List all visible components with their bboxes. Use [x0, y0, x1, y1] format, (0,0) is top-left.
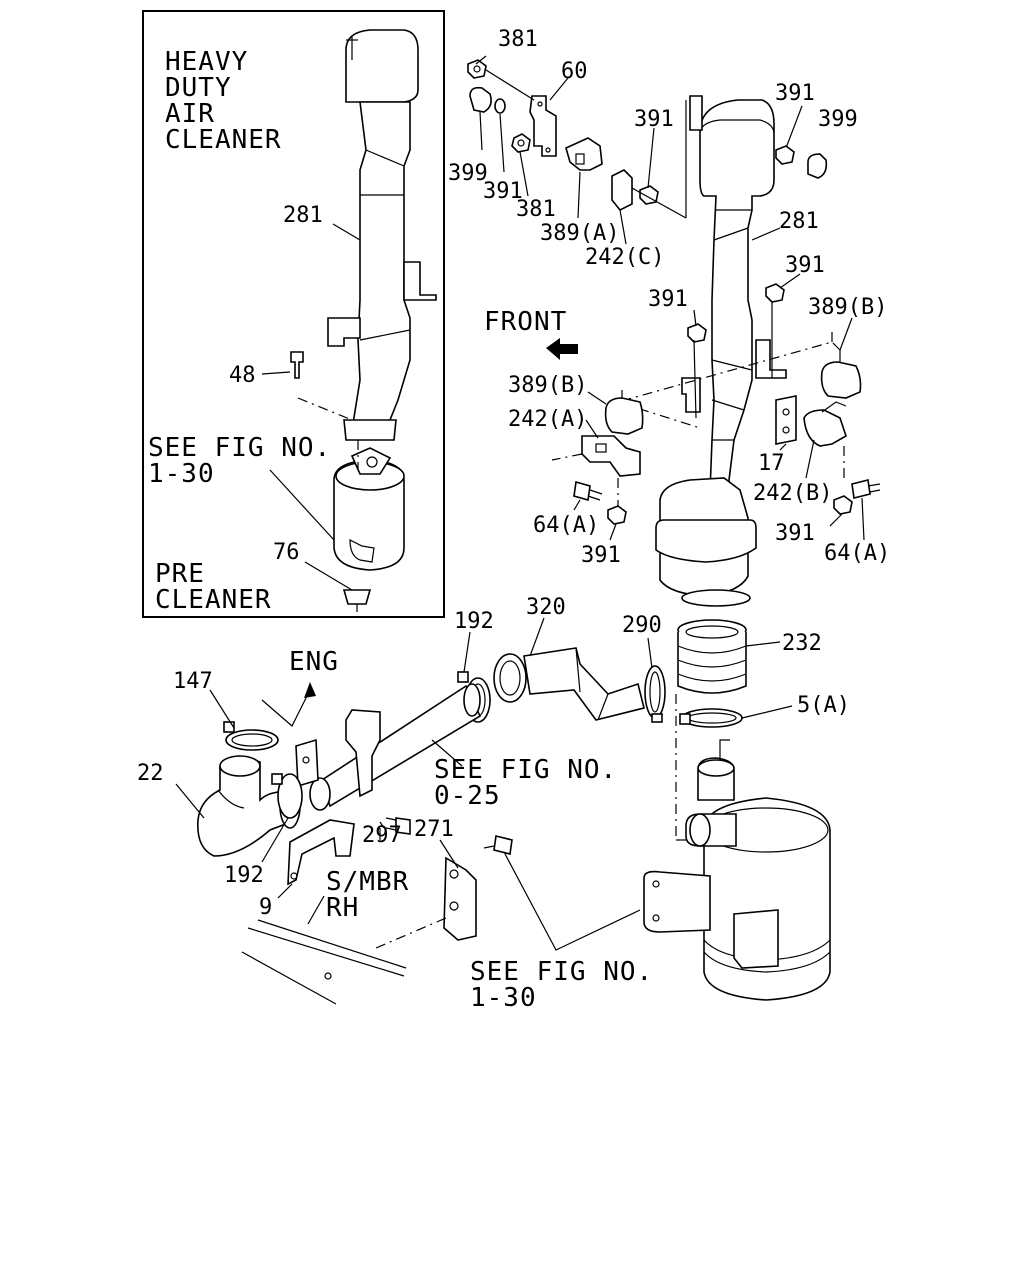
callout-76: 76 — [273, 540, 300, 565]
callout-192-upper: 192 — [454, 609, 494, 634]
callout-5a: 5(A) — [797, 693, 850, 718]
see-fig-0-25-line-2: 0-25 — [434, 781, 501, 811]
see-fig-0-25-line-1: SEE FIG NO. — [434, 755, 617, 785]
callout-192-lower: 192 — [224, 863, 264, 888]
callout-391-right-mid: 391 — [785, 253, 825, 278]
callout-242b: 242(B) — [753, 481, 832, 506]
callout-17: 17 — [758, 451, 785, 476]
s-mbr-label: S/MBR — [326, 867, 409, 897]
hose-232 — [677, 619, 747, 694]
inset-title-line-1: HEAVY — [165, 47, 248, 77]
clamp-290 — [644, 665, 666, 723]
callout-389b-left: 389(B) — [508, 373, 587, 398]
callout-281-inset: 281 — [283, 203, 323, 228]
nut-391-right-mid — [765, 283, 785, 303]
inset-bolt-48 — [290, 351, 304, 379]
clamp-5a — [679, 708, 743, 728]
callout-281-main: 281 — [779, 209, 819, 234]
air-cleaner-body: SEE FIG NO. 1-30 — [470, 694, 831, 1013]
snorkel-281 — [699, 99, 775, 494]
eng-arrow-icon — [261, 682, 316, 727]
clamp-192-lower — [271, 773, 303, 819]
plate-17 — [775, 395, 797, 445]
inset-title-line-3: AIR — [165, 99, 215, 129]
callout-48: 48 — [229, 363, 256, 388]
inset-see-fig-line-1: SEE FIG NO. — [148, 433, 331, 463]
pre-cleaner-line-2: CLEANER — [155, 585, 272, 615]
callout-391-left-mid: 391 — [648, 287, 688, 312]
callout-391-lower-left: 391 — [581, 543, 621, 568]
callout-381-mid: 381 — [516, 197, 556, 222]
bolt-64a-left — [573, 480, 603, 502]
nut-391-left-mid — [687, 323, 707, 343]
pre-cleaner-line-1: PRE — [155, 559, 205, 589]
inset-dash-line — [297, 397, 353, 421]
pipe-320 — [493, 647, 645, 721]
rubber-mount-389b-left — [604, 390, 644, 435]
callout-391-242c: 391 — [634, 107, 674, 132]
bracket-242c — [611, 169, 633, 212]
bracket-60 — [529, 95, 557, 157]
callout-64a-right: 64(A) — [824, 541, 890, 566]
callout-297: 297 — [362, 823, 402, 848]
cap-nut-399-right — [807, 153, 828, 179]
callout-391-left: 391 — [483, 179, 523, 204]
callout-232: 232 — [782, 631, 822, 656]
bolt-297 — [385, 817, 411, 835]
inset-title-line-4: CLEANER — [165, 125, 282, 155]
callout-320: 320 — [526, 595, 566, 620]
nut-391-lower-left — [607, 505, 627, 525]
nut-381-mid — [511, 133, 531, 153]
front-arrow-icon — [546, 338, 578, 360]
inset-see-fig-line-2: 1-30 — [148, 459, 215, 489]
callout-9: 9 — [259, 895, 272, 920]
clamp-147 — [223, 721, 279, 751]
inset-snorkel-pipe — [327, 29, 437, 441]
bracket-9 — [287, 819, 355, 886]
bracket-242a — [581, 435, 641, 477]
inset-frame — [142, 10, 445, 618]
inset-heavy-duty-air-cleaner: HEAVY DUTY AIR CLEANER — [142, 10, 445, 618]
bolt-64a-right — [851, 479, 881, 499]
cap-nut-399-left — [469, 86, 492, 113]
snorkel-assembly: 381 60 391 391 399 399 391 381 389(A) 24… — [448, 27, 890, 607]
callout-242c: 242(C) — [585, 245, 664, 270]
bracket-242b — [803, 401, 847, 447]
callout-242a: 242(A) — [508, 407, 587, 432]
intake-piping: 192 320 290 232 5(A) ENG 147 22 SEE FIG … — [137, 595, 850, 1005]
callout-399-right: 399 — [818, 107, 858, 132]
eng-label: ENG — [289, 647, 339, 677]
callout-64a-left: 64(A) — [533, 513, 599, 538]
inset-title-line-2: DUTY — [165, 73, 232, 103]
see-fig-1-30-line-1: SEE FIG NO. — [470, 957, 653, 987]
callout-22: 22 — [137, 761, 164, 786]
callout-391-lower-right: 391 — [775, 521, 815, 546]
bolt-271-mount — [483, 835, 513, 855]
rubber-mount-389a — [565, 137, 603, 171]
pipe-support-bracket — [295, 709, 381, 798]
callout-271: 271 — [414, 817, 454, 842]
callout-389b-right: 389(B) — [808, 295, 887, 320]
callout-290: 290 — [622, 613, 662, 638]
nut-391-lower-right — [833, 495, 853, 515]
nut-381-top — [467, 59, 487, 79]
callout-399-left: 399 — [448, 161, 488, 186]
inset-pre-cleaner-body — [333, 447, 405, 612]
callout-391-upper-right: 391 — [775, 81, 815, 106]
callout-389a: 389(A) — [540, 221, 619, 246]
front-label: FRONT — [484, 307, 567, 337]
bracket-271 — [443, 856, 477, 941]
callout-60: 60 — [561, 59, 588, 84]
rh-label: RH — [326, 893, 359, 923]
nut-391-upper-right — [775, 145, 795, 165]
callout-147: 147 — [173, 669, 213, 694]
see-fig-1-30-line-2: 1-30 — [470, 983, 537, 1013]
side-member-rh — [241, 919, 407, 1005]
rubber-mount-389b-right — [820, 350, 862, 399]
callout-381-top: 381 — [498, 27, 538, 52]
washer-391-left — [494, 98, 506, 114]
